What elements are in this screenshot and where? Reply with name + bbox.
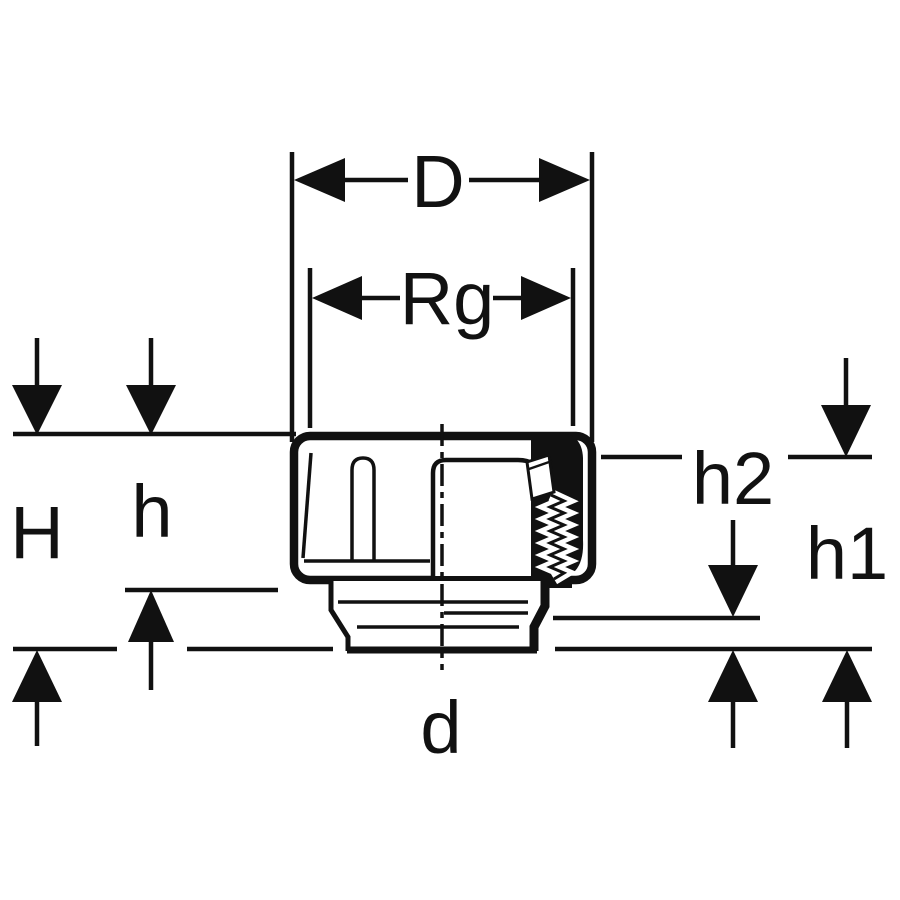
arrowhead-Rg-left — [312, 276, 362, 320]
arrowhead-H-bottom — [12, 650, 62, 702]
reference-lines — [13, 431, 872, 652]
thread-section — [525, 433, 584, 585]
arrowhead-D-right — [539, 158, 590, 202]
dimension-label-H: H — [10, 491, 63, 574]
dimension-label-h2: h2 — [692, 437, 774, 520]
arrowhead-D-left — [294, 158, 345, 202]
thread-zigzag-line — [546, 493, 568, 581]
dimension-h: h — [126, 338, 176, 690]
arrowhead-Rg-right — [521, 276, 571, 320]
cap-front-slot — [350, 456, 376, 561]
dimension-D: D — [289, 140, 595, 442]
arrowhead-h2-bottom — [708, 650, 758, 702]
dimension-label-Rg: Rg — [400, 257, 495, 340]
neck-fill — [331, 581, 545, 647]
dimension-label-h1: h1 — [806, 512, 888, 595]
inner-cylinder — [430, 457, 540, 585]
arrowhead-h1-bottom — [822, 650, 872, 702]
neck-left-edge — [328, 581, 351, 651]
dimension-H: H — [10, 338, 64, 746]
arrowhead-H-top — [12, 385, 62, 435]
neck-right-edge — [529, 581, 550, 651]
dimension-d: d — [420, 686, 461, 769]
arrowhead-h-bottom — [128, 590, 174, 642]
dimension-h1: h1 — [806, 358, 888, 748]
fitting-neck — [328, 581, 550, 654]
thread-insert-tab-line — [528, 459, 553, 471]
dimension-h2: h2 — [692, 437, 774, 748]
thread-insert-tab — [525, 453, 556, 501]
dimension-Rg: Rg — [307, 257, 576, 428]
arrowhead-h-top — [126, 385, 176, 435]
dimension-label-d: d — [420, 686, 461, 769]
cap-inner-wall-line — [301, 452, 313, 559]
dimension-label-D: D — [411, 140, 464, 223]
fitting-body — [289, 424, 597, 670]
arrowhead-h1-top — [821, 405, 871, 457]
dimension-label-h: h — [131, 470, 172, 553]
arrowhead-h2-top — [708, 565, 758, 617]
